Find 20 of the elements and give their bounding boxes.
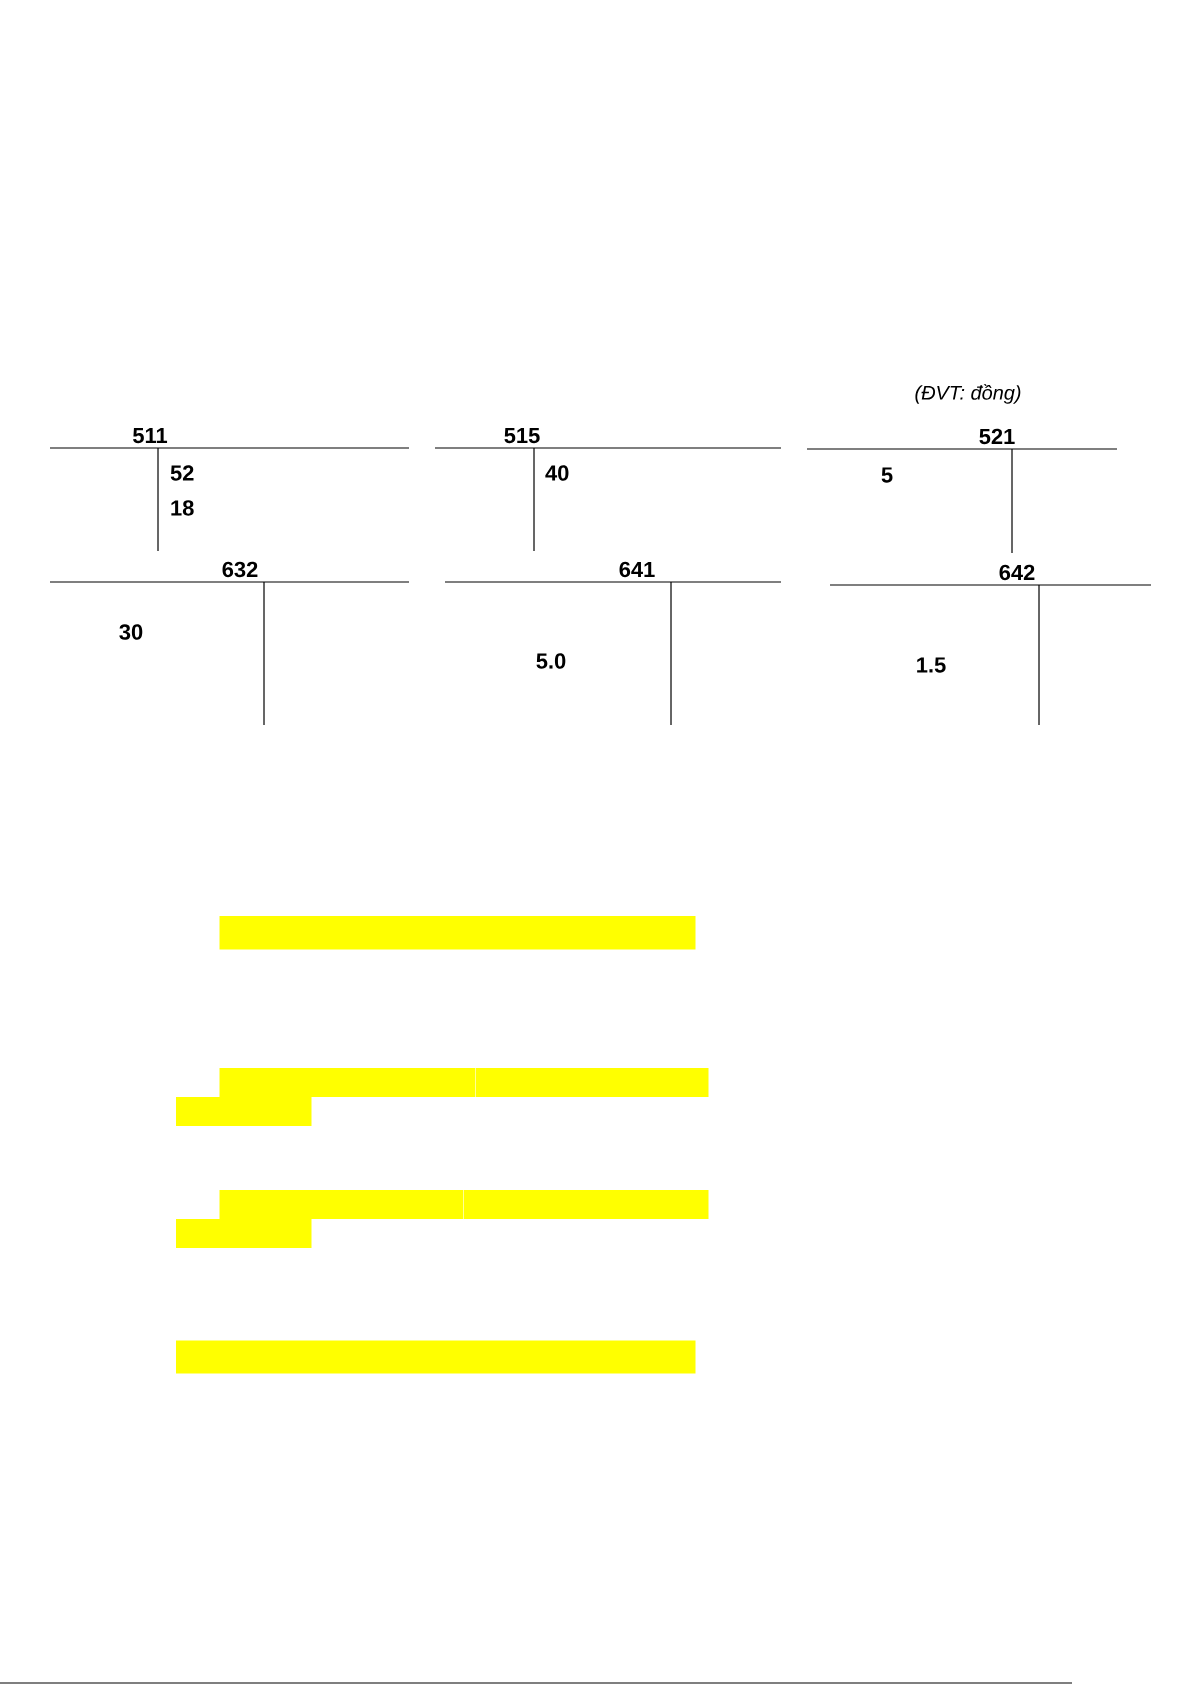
t-account (434, 427, 782, 552)
amount: 40 (545, 465, 569, 481)
amount: 1.5 (917, 657, 946, 673)
account-number: 511 (133, 427, 168, 444)
t-account (49, 561, 410, 726)
account-number: 515 (504, 427, 540, 444)
unit-note: (ĐVT: đồng) (915, 384, 1021, 404)
account-number: 641 (619, 561, 655, 578)
t-account (806, 428, 1118, 554)
account-number: 642 (999, 564, 1035, 581)
amount: 5.0 (536, 653, 566, 669)
amount: 5 (881, 467, 893, 483)
account-number: 632 (222, 561, 258, 578)
amount: 18 (171, 500, 194, 516)
t-account (829, 564, 1152, 726)
amount: 30 (119, 624, 143, 640)
t-account (444, 561, 782, 726)
amount: 52 (170, 465, 194, 481)
t-account (49, 427, 410, 552)
account-number: 521 (979, 428, 1015, 445)
